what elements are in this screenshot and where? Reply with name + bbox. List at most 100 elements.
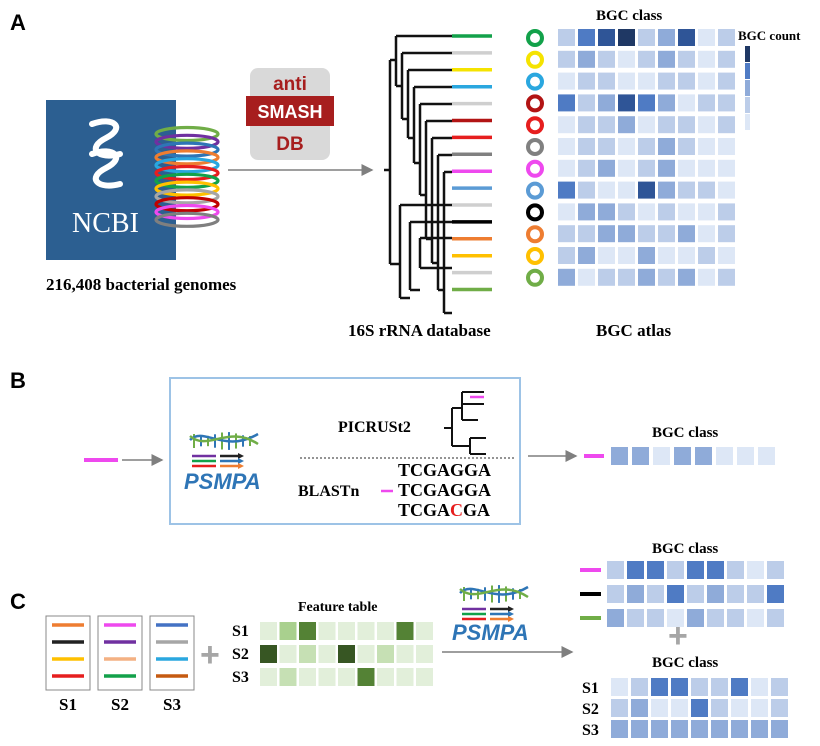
psmpa-logo <box>189 432 259 469</box>
seq-line-3-prefix: TCGA <box>398 500 450 520</box>
heatmap-cell <box>718 159 735 177</box>
heatmap-cell <box>611 678 628 696</box>
heatmap-cell <box>260 645 277 663</box>
genome-ring <box>154 188 220 205</box>
heatmap-cell <box>396 668 414 686</box>
heatmap-cell <box>707 585 724 603</box>
heatmap-cell <box>638 72 655 90</box>
heatmap-cell <box>558 94 575 112</box>
heatmap-cell <box>718 225 735 243</box>
heatmap-cell <box>558 72 575 90</box>
heatmap-cell <box>767 609 784 627</box>
heatmap-cell <box>698 94 715 112</box>
heatmap-cell <box>377 622 394 640</box>
heatmap-cell <box>727 561 744 579</box>
heatmap-cell <box>578 268 595 286</box>
heatmap-cell <box>698 50 715 68</box>
atlas-heatmap-title: BGC class <box>596 8 662 24</box>
antismash-line1: anti <box>273 74 307 95</box>
heatmap-cell <box>558 225 575 243</box>
heatmap-cell <box>598 268 615 286</box>
heatmap-cell <box>678 116 695 134</box>
heatmap-cell <box>416 622 433 640</box>
taxon-circle <box>526 225 544 244</box>
picrust-label: PICRUSt2 <box>338 419 411 436</box>
legend-swatch <box>745 114 750 130</box>
ncbi-logo: NCBI <box>46 100 176 260</box>
heatmap-cell <box>718 138 735 155</box>
taxon-circle <box>526 138 544 156</box>
heatmap-cell <box>647 609 664 627</box>
bgc-count-legend-title: BGC count <box>738 28 801 43</box>
panel-b-label: B <box>10 368 26 393</box>
heatmap-cell <box>658 181 675 199</box>
legend-swatch <box>745 80 750 96</box>
heatmap-cell <box>771 699 788 717</box>
heatmap-cell <box>578 203 595 221</box>
genome-ring <box>154 196 220 213</box>
heatmap-cell <box>718 50 735 68</box>
heatmap-cell <box>698 116 715 134</box>
heatmap-cell <box>611 699 628 717</box>
heatmap-cell <box>667 585 684 603</box>
heatmap-cell <box>767 561 784 579</box>
heatmap-cell <box>698 247 715 264</box>
heatmap-cell <box>747 609 764 627</box>
heatmap-cell <box>558 138 575 155</box>
heatmap-cell <box>618 181 635 199</box>
psmpa-logo-text: PSMPA <box>184 469 261 494</box>
bottom-row-label: S1 <box>582 680 599 697</box>
heatmap-cell <box>658 247 675 264</box>
heatmap-cell <box>260 622 277 640</box>
heatmap-cell <box>299 622 316 640</box>
heatmap-cell <box>651 699 668 717</box>
heatmap-cell <box>687 585 704 603</box>
genome-ring <box>154 157 220 174</box>
sample-box <box>45 615 91 691</box>
heatmap-cell <box>611 447 628 465</box>
genome-rings-icon <box>154 125 220 228</box>
heatmap-cell <box>598 138 615 155</box>
sequence-alignment: TCGAGGA TCGAGGA TCGACGA <box>398 460 491 520</box>
heatmap-cell <box>678 94 695 112</box>
heatmap-cell <box>698 29 715 46</box>
heatmap-cell <box>558 159 575 177</box>
taxon-circle <box>526 159 544 178</box>
heatmap-cell <box>638 116 655 134</box>
heatmap-cell <box>647 585 664 603</box>
sample-box <box>97 615 143 691</box>
heatmap-cell <box>671 720 688 738</box>
sample-label: S1 <box>59 695 77 714</box>
heatmap-cell <box>318 622 336 640</box>
sample-label: S2 <box>111 695 129 714</box>
heatmap-cell <box>638 29 655 46</box>
heatmap-cell <box>653 447 670 465</box>
heatmap-cell <box>558 50 575 68</box>
heatmap-cell <box>338 622 355 640</box>
heatmap-cell <box>678 159 695 177</box>
feature-row-label: S1 <box>232 623 249 640</box>
heatmap-cell <box>707 561 724 579</box>
legend-swatch <box>745 97 750 113</box>
heatmap-cell <box>711 720 728 738</box>
heatmap-cell <box>678 29 695 46</box>
c-top-title: BGC class <box>652 541 718 557</box>
heatmap-cell <box>731 720 748 738</box>
heatmap-cell <box>578 72 595 90</box>
heatmap-cell <box>578 116 595 134</box>
heatmap-cell <box>558 268 575 286</box>
heatmap-cell <box>618 268 635 286</box>
heatmap-cell <box>711 699 728 717</box>
heatmap-cell <box>598 247 615 264</box>
taxon-circle <box>526 247 544 265</box>
heatmap-cell <box>698 181 715 199</box>
heatmap-cell <box>687 609 704 627</box>
helix-icon <box>89 118 123 189</box>
phylogenetic-tree <box>384 34 452 315</box>
heatmap-cell <box>578 159 595 177</box>
heatmap-cell <box>651 678 668 696</box>
heatmap-cell <box>416 645 433 663</box>
atlas-caption: BGC atlas <box>596 321 671 340</box>
